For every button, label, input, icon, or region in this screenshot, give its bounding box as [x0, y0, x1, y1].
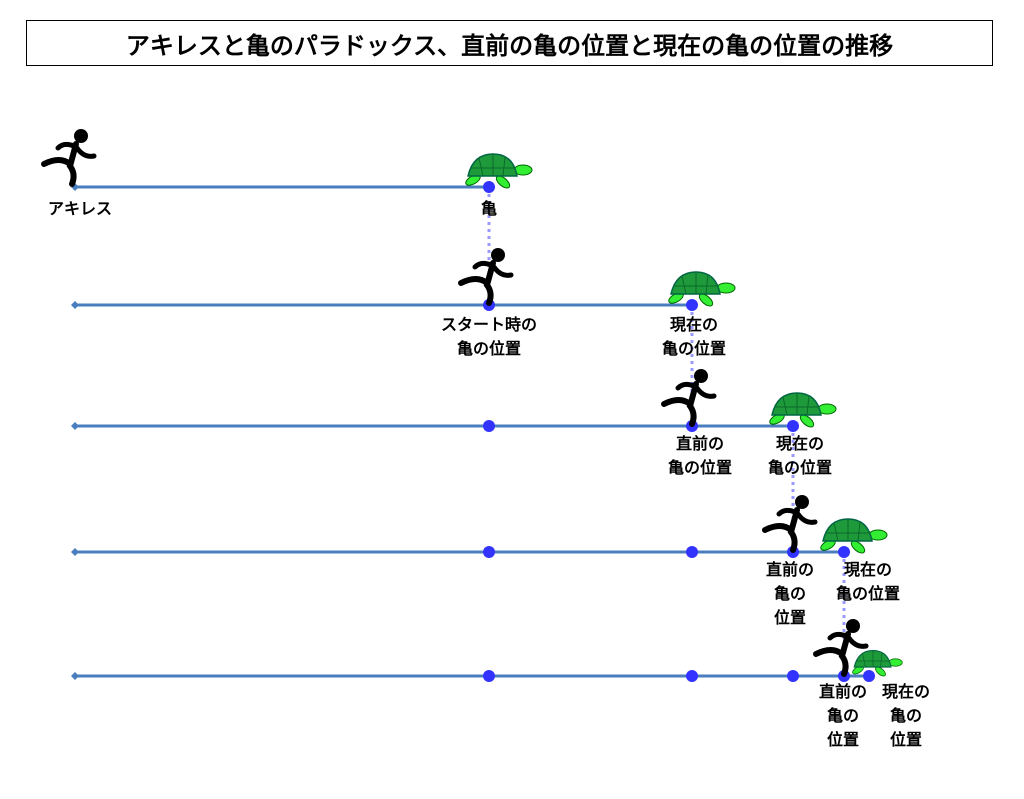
start-marker	[71, 422, 79, 430]
position-dot	[863, 670, 875, 682]
position-label: 亀の位置	[662, 339, 726, 358]
achilles-runner-icon	[41, 129, 97, 187]
turtle-icon	[668, 271, 736, 307]
position-dot	[787, 420, 799, 432]
position-label: 直前の	[766, 560, 814, 579]
start-marker	[71, 672, 79, 680]
position-label: 亀の位置	[668, 458, 732, 477]
position-label: 亀の位置	[768, 458, 832, 477]
position-label: 位置	[827, 730, 859, 749]
position-dot	[686, 299, 698, 311]
position-label: 位置	[774, 608, 806, 627]
position-label: 亀の位置	[457, 339, 521, 358]
position-label: 亀の位置	[836, 584, 900, 603]
achilles-runner-icon	[458, 248, 514, 306]
position-dot	[686, 670, 698, 682]
position-label: 現在の	[844, 560, 892, 579]
turtle-icon	[769, 392, 837, 428]
position-label: 位置	[890, 730, 922, 749]
position-label: 現在の	[882, 682, 930, 701]
position-label: 直前の	[676, 434, 724, 453]
position-label: スタート時の	[441, 315, 537, 334]
position-label: 亀の	[890, 706, 922, 725]
position-dot	[686, 546, 698, 558]
turtle-icon	[820, 518, 888, 554]
position-label: 亀の	[774, 584, 806, 603]
start-marker	[71, 301, 79, 309]
turtle-icon	[465, 153, 533, 189]
achilles-runner-icon	[762, 495, 818, 553]
position-dot	[483, 670, 495, 682]
position-dot	[483, 420, 495, 432]
position-dot	[483, 181, 495, 193]
position-dot	[787, 670, 799, 682]
position-label: アキレス	[48, 199, 112, 218]
position-label: 亀	[481, 199, 497, 218]
achilles-runner-icon	[661, 369, 717, 427]
start-marker	[71, 548, 79, 556]
turtle-icon	[852, 649, 903, 677]
position-label: 現在の	[776, 434, 824, 453]
diagram-title: アキレスと亀のパラドックス、直前の亀の位置と現在の亀の位置の推移	[26, 20, 993, 66]
position-label: 直前の	[819, 682, 867, 701]
achilles-runner-icon	[813, 619, 869, 677]
position-label: 亀の	[827, 706, 859, 725]
position-dot	[483, 546, 495, 558]
position-label: 現在の	[670, 315, 718, 334]
position-dot	[838, 546, 850, 558]
